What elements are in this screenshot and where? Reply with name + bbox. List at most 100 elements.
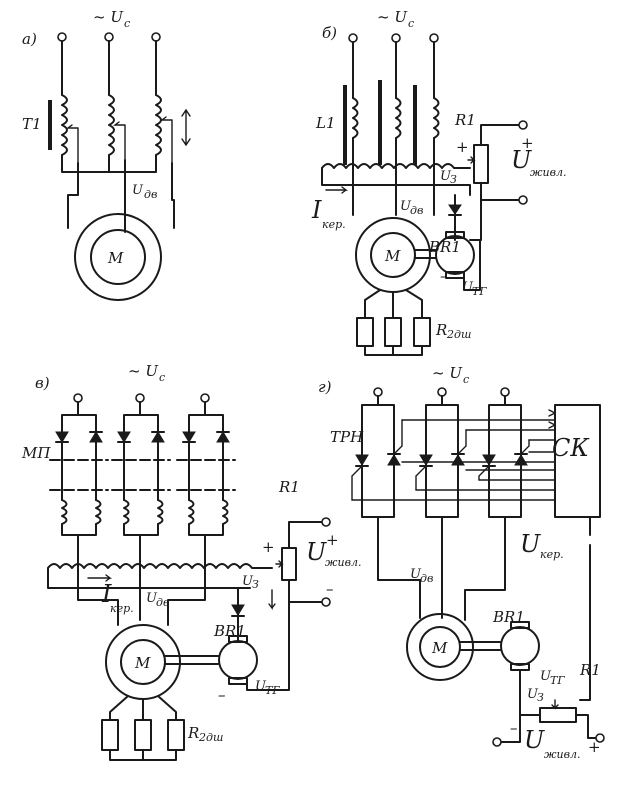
panel-d-utacho-label: U [540,669,552,684]
panel-d-tacho-label: BR1 [492,608,525,626]
panel-d-terminal-1 [373,387,383,397]
panel-a-voltage-label: U [132,183,144,198]
panel-c-usupply-sub: живл. [325,556,362,569]
panel-d-motor-outer [406,613,474,681]
panel-c-u3-label: U [242,574,254,589]
panel-d-tag: г) [318,378,332,396]
panel-a-motor-outer [74,213,162,301]
panel-b-choke-label: L1 [315,114,336,132]
panel-a-tag: а) [22,30,37,48]
panel-d-supply-label: ~ U [432,364,463,382]
panel-b-supply-label: ~ U [377,8,408,26]
panel-c-resistor-label: R1 [278,478,300,496]
panel-c-supply-label: ~ U [128,362,159,380]
panel-d-ucontrol-label: U [520,530,541,558]
panel-a-supply-label: ~ U [93,8,124,26]
panel-b-rotor-res-sub: 2дш [446,328,471,341]
panel-b-terminal-2 [391,33,401,43]
panel-d-ucontrol-sub: кер. [540,548,564,561]
panel-d-control-system [554,404,601,518]
panel-a-supply-sub: c [124,17,130,30]
panel-c-rotor-resistor-3 [167,719,185,751]
panel-c-usupply-label: U [306,538,327,566]
panel-c-rotor-res-sub: 2дш [198,731,223,744]
panel-b-potentiometer [473,144,489,184]
panel-c-terminal-3 [200,393,210,403]
panel-b: б) ~ U c L1 R1 + + U живл. U З I кер. U … [311,8,567,356]
panel-d-resistor-label: R1 [579,661,601,679]
panel-d-terminal-3 [500,387,510,397]
panel-d-potentiometer [539,707,577,723]
panel-c-minus-sign-2: – [326,580,334,598]
panel-c-diode [231,604,245,616]
panel-c: в) ~ U c МП R1 + + U живл. [21,362,362,761]
panel-c-u3-sub: З [252,578,259,591]
panel-c-tag: в) [35,374,50,392]
panel-c-rotor-resistor-1 [101,719,119,751]
panel-d-thyristor-regulator [351,395,556,529]
panel-c-magnetic-amplifier [49,401,236,536]
panel-c-plus-sign: + [262,538,275,556]
panel-c-rotor-res-label: R [187,724,199,742]
panel-b-choke-windings [352,97,440,139]
panel-b-plus-sign: + [456,138,469,156]
panel-c-potentiometer [281,547,297,581]
panel-d-regulator-label: ТРН [330,428,364,446]
panel-c-current-sub: кер. [110,602,134,615]
panel-d-motor-rotor [419,626,461,668]
panel-b-usupply-label: U [511,146,532,174]
panel-c-terminal-1 [73,393,83,403]
panel-b-rotor-resistor-3 [413,317,431,347]
panel-d-u3-sub: З [537,691,544,704]
panel-c-rotor-resistor-2 [134,719,152,751]
panel-b-current-label: I [311,196,322,224]
panel-c-current-label: I [101,580,112,608]
panel-c-plus-sign-2: + [326,531,339,549]
panel-d-plus-sign: + [588,738,601,756]
panel-b-utacho-sub: ТГ [472,285,487,298]
panel-c-minus-sign: – [218,686,226,704]
panel-d-supply-sub: c [463,373,469,386]
panel-b-rotor-res-label: R [435,321,447,339]
panel-d-usupply-sub: живл. [544,748,581,761]
panel-c-voltage-label: U [146,591,158,606]
panel-b-terminal-1 [348,33,358,43]
panel-b-usupply-sub: живл. [530,166,567,179]
panel-a-motor-rotor [90,229,146,285]
panel-a-autotransformer-windings [61,94,162,156]
panel-d-supply-plus-terminal [595,733,605,743]
panel-c-motor-label: M [134,654,151,672]
panel-c-amplifier-label: МП [21,444,51,462]
panel-a-terminal-3 [151,32,161,42]
panel-b-current-sub: кер. [322,218,346,231]
panel-a-motor-label: M [107,249,124,267]
panel-b-motor-label: M [384,247,401,265]
panel-b-supply-minus-terminal [518,195,528,205]
panel-b-voltage-label: U [400,199,412,214]
panel-d: г) ~ U c ТРН СК U кер. U дв M BR1 [318,364,605,761]
panel-d-u3-label: U [527,687,539,702]
panel-b-u3-sub: З [450,173,457,186]
panel-c-supply-sub: c [159,371,165,384]
panel-c-terminal-2 [135,393,145,403]
panel-b-rotor-resistor-1 [356,317,374,347]
panel-d-minus-sign: – [510,719,518,737]
panel-b-tachogenerator [435,235,475,275]
panel-d-voltage-sub: дв [420,572,433,585]
panel-b-utacho-label: U [462,280,474,295]
panel-c-supply-minus-terminal [321,597,331,607]
panel-a-transformer-label: T1 [22,115,42,133]
panel-a-terminal-2 [104,32,114,42]
panel-d-tachogenerator [500,626,540,666]
panel-b-minus-sign: – [440,267,448,285]
panel-d-supply-minus-terminal [492,737,502,747]
panel-b-motor-rotor [370,232,416,278]
panel-d-terminal-2 [437,387,447,397]
panel-b-supply-plus-terminal [518,120,528,130]
panel-d-usupply-label: U [524,726,545,754]
panel-d-control-label: СК [552,434,590,462]
panel-b-u3-label: U [440,169,452,184]
panel-b-terminal-3 [429,33,439,43]
panel-d-utacho-sub: ТГ [550,674,565,687]
